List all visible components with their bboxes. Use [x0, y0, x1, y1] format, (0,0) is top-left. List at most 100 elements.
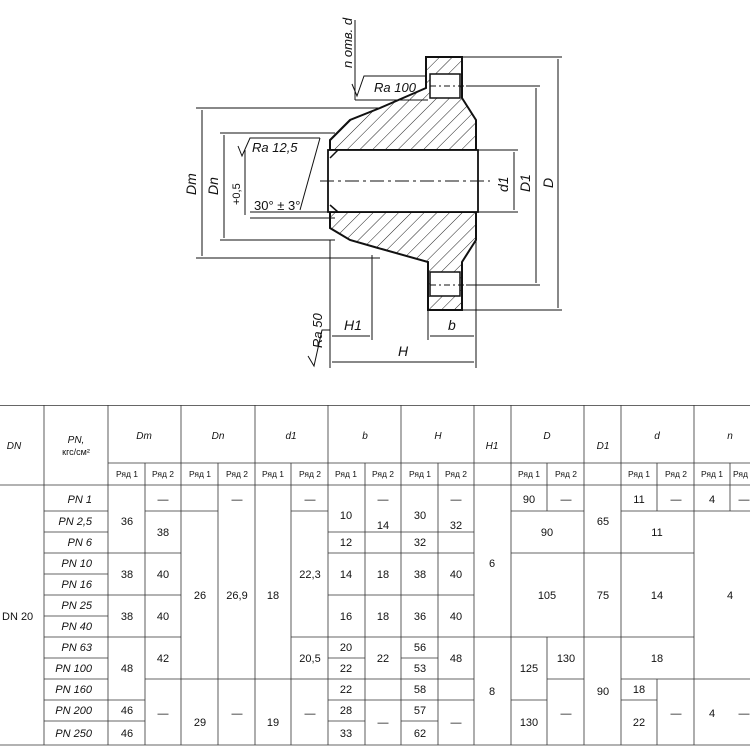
b-cell: 22 — [377, 653, 389, 665]
d-cell: 18 — [651, 653, 663, 665]
hdr-H: H — [434, 431, 442, 442]
dim-dn-label: Dn — [205, 177, 221, 195]
pn-cell: PN 200 — [55, 705, 93, 717]
hdr-row2: Ряд 2 — [445, 469, 467, 479]
n-cell: 4 — [727, 590, 733, 602]
d-cell: 22 — [633, 717, 645, 729]
dn-cell: 26 — [194, 590, 206, 602]
flange-drawing: Dm Dn +0,5 Ra 12,5 30° ± 3° Ra 100 n отв… — [183, 17, 562, 368]
dim-dm — [196, 107, 380, 259]
n-cell: 4 — [709, 494, 715, 506]
D-cell: — — [561, 494, 572, 506]
D-cell: 130 — [520, 717, 538, 729]
d-cell: — — [671, 494, 682, 506]
hdr-pn-unit: кгс/см² — [62, 447, 90, 457]
hdr-row2: Ряд 2 — [152, 469, 174, 479]
dm-cell: — — [158, 708, 169, 720]
pn-cell: PN 6 — [68, 537, 93, 549]
dim-d1-label: d1 — [495, 176, 511, 192]
ra125-label: Ra 12,5 — [252, 140, 298, 155]
h-cell: 53 — [414, 663, 426, 675]
hdr-row1: Ряд 1 — [189, 469, 211, 479]
dm-cell: 46 — [121, 728, 133, 740]
hdr-row2: Ряд 2 — [226, 469, 248, 479]
b-cell: — — [378, 717, 389, 729]
d-cell: 14 — [651, 590, 663, 602]
hdr-row1: Ряд 1 — [628, 469, 650, 479]
d-cell: 18 — [633, 684, 645, 696]
h-cell: 38 — [414, 569, 426, 581]
d1-cell: 22,3 — [299, 569, 320, 581]
h-cell: 32 — [414, 537, 426, 549]
b-cell: 16 — [340, 611, 352, 623]
dim-b-label: b — [448, 317, 456, 333]
b-cell: 20 — [340, 642, 352, 654]
pn-cell: PN 25 — [61, 600, 92, 612]
hdr-row2: Ряд 2 — [299, 469, 321, 479]
b-cell: 14 — [340, 569, 352, 581]
dm-cell: 40 — [157, 611, 169, 623]
pn-cell: PN 10 — [61, 558, 92, 570]
dn-cell: — — [232, 494, 243, 506]
d1-cell: — — [305, 494, 316, 506]
D-cell: — — [561, 708, 572, 720]
hdr-D: D — [543, 431, 550, 442]
dimensions-table: DN PN, кгс/см² Dm Dn d1 b H H1 D D1 d n … — [0, 405, 750, 746]
dim-H-label: H — [398, 343, 409, 359]
dim-D-label: D — [540, 178, 556, 188]
hdr-d1: d1 — [285, 431, 296, 442]
hdr-row1: Ряд 1 — [335, 469, 357, 479]
d-cell: 11 — [651, 527, 662, 539]
hdr-row1: Ряд 1 — [701, 469, 723, 479]
pn-cell: PN 63 — [61, 642, 92, 654]
hdr-n: n — [727, 431, 733, 442]
dim-dm-label: Dm — [183, 173, 199, 195]
h-cell: 40 — [450, 611, 462, 623]
dm-cell: 46 — [121, 705, 133, 717]
D-cell: 130 — [557, 653, 575, 665]
dm-cell: 40 — [157, 569, 169, 581]
hdr-D1: D1 — [597, 441, 610, 452]
b-cell: 12 — [340, 537, 352, 549]
hdr-row1: Ряд 1 — [116, 469, 138, 479]
flange-section-upper — [329, 56, 477, 151]
dn-cell: 29 — [194, 717, 206, 729]
pn-cell: PN 1 — [68, 494, 92, 506]
dn-value: DN 20 — [2, 611, 33, 623]
b-cell: 28 — [340, 705, 352, 717]
hdr-row2: Ряд 2 — [555, 469, 577, 479]
h-cell: 57 — [414, 705, 426, 717]
dm-cell: 48 — [121, 663, 133, 675]
D1-cell: 90 — [597, 686, 609, 698]
ra50-label: Ra 50 — [310, 313, 325, 348]
b-cell: 22 — [340, 684, 352, 696]
dm-cell: 36 — [121, 516, 133, 528]
h-cell: 58 — [414, 684, 426, 696]
n-cell: — — [739, 494, 750, 506]
bolt-hole-lower — [429, 271, 461, 297]
holes-label: n отв. d — [340, 17, 355, 68]
h-cell: 32 — [450, 520, 462, 532]
hdr-dm: Dm — [136, 431, 152, 442]
h-cell: 48 — [450, 653, 462, 665]
pn-cell: PN 2,5 — [58, 516, 93, 528]
hdr-row1: Ряд 1 — [262, 469, 284, 479]
h-cell: — — [451, 494, 462, 506]
d-cell: 11 — [633, 494, 644, 506]
h1-cell: 8 — [489, 686, 495, 698]
pn-cell: PN 160 — [55, 684, 93, 696]
dm-cell: 42 — [157, 653, 169, 665]
hdr-dn: DN — [7, 441, 22, 452]
dim-tol-label: +0,5 — [231, 183, 243, 205]
dim-dn — [220, 132, 335, 241]
angle-label: 30° ± 3° — [254, 198, 300, 213]
pn-cell: PN 16 — [61, 579, 92, 591]
b-cell: 10 — [340, 510, 352, 522]
pn-cell: PN 100 — [55, 663, 93, 675]
hdr-row1: Ряд 1 — [518, 469, 540, 479]
dm-cell: 38 — [121, 611, 133, 623]
D-cell: 90 — [541, 527, 553, 539]
dn-cell: 26,9 — [226, 590, 247, 602]
dim-D1-label: D1 — [517, 174, 533, 192]
h-cell: 40 — [450, 569, 462, 581]
